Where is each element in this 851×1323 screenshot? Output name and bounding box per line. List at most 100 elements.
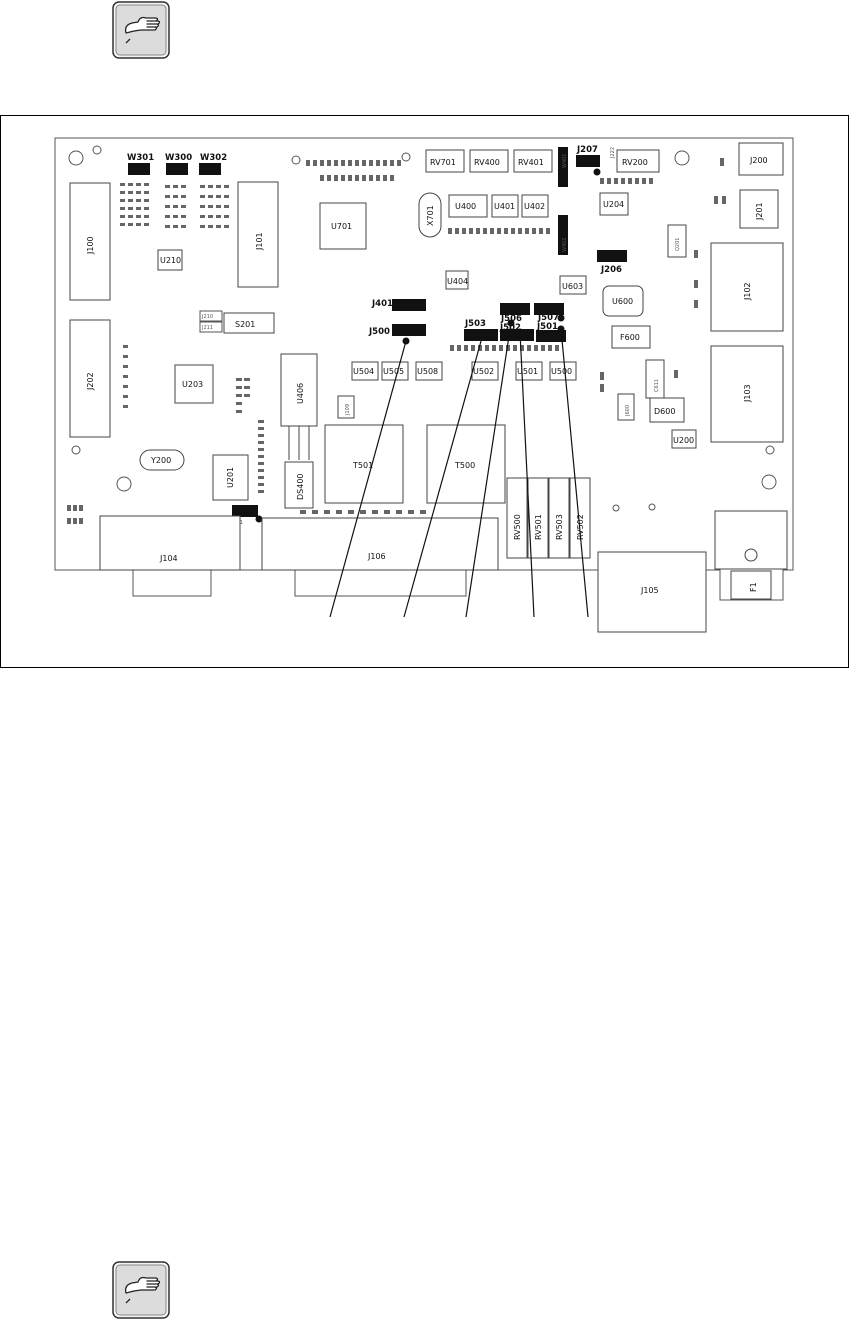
jumper-j506: J506 — [500, 303, 530, 327]
chip-u201: U201 — [212, 454, 249, 501]
svg-text:J500: J500 — [368, 327, 390, 337]
svg-text:U505: U505 — [383, 367, 404, 376]
pcb-layout-figure — [0, 115, 849, 668]
trimmer-rv500: RV500 — [506, 477, 528, 559]
svg-text:RV502: RV502 — [576, 514, 585, 540]
trimmer-rv701: RV701 — [425, 149, 465, 173]
jumper-w301: W301 — [127, 153, 154, 175]
svg-text:U400: U400 — [455, 202, 476, 211]
svg-text:J507: J507 — [537, 313, 559, 323]
jumper-j401: J401 — [371, 299, 426, 311]
svg-text:RV400: RV400 — [474, 158, 500, 167]
connector-j105: J105 — [597, 551, 707, 633]
pointing-hand-note-icon — [112, 1, 170, 59]
svg-text:W402: W402 — [562, 238, 568, 253]
svg-text:J101: J101 — [255, 232, 264, 251]
jumper-w401: W401 — [558, 147, 568, 187]
chip-u204: U204 — [599, 192, 629, 216]
svg-text:T501: T501 — [352, 461, 373, 470]
svg-text:C611: C611 — [654, 379, 660, 392]
connector-j201: J201 — [739, 189, 779, 229]
svg-text:RV401: RV401 — [518, 158, 544, 167]
svg-text:J105: J105 — [640, 586, 659, 595]
chip-u508: U508 — [415, 361, 443, 381]
svg-text:J106: J106 — [367, 552, 386, 561]
jumper-w402: W402 — [558, 215, 568, 255]
leader-lines — [329, 322, 589, 618]
svg-text:J109: J109 — [345, 404, 351, 416]
svg-text:DS400: DS400 — [296, 473, 305, 500]
svg-text:U204: U204 — [603, 200, 624, 209]
jumper-j502: J502 — [499, 323, 534, 341]
svg-text:J100: J100 — [86, 236, 95, 255]
svg-text:J206: J206 — [600, 265, 622, 275]
chip-u501: U501 — [515, 361, 543, 381]
w300-label: W300 — [165, 153, 192, 163]
svg-text:U603: U603 — [562, 282, 583, 291]
connector-j100: J100 — [69, 182, 111, 301]
svg-text:U504: U504 — [353, 367, 374, 376]
capacitor-c611: C611 — [645, 359, 665, 399]
svg-text:J102: J102 — [743, 282, 752, 301]
svg-text:U701: U701 — [331, 222, 352, 231]
display-ds400: DS400 — [284, 461, 314, 509]
switch-s201: S201 — [223, 312, 275, 334]
svg-text:J104: J104 — [159, 554, 178, 563]
svg-text:U210: U210 — [160, 256, 181, 265]
svg-text:U402: U402 — [524, 202, 545, 211]
transistor-q201: Q201 — [667, 224, 687, 258]
svg-text:U500: U500 — [551, 367, 572, 376]
svg-text:X701: X701 — [426, 205, 435, 226]
chip-u404: U404 — [445, 270, 469, 290]
chip-u600: U600 — [602, 285, 644, 317]
trimmer-rv503: RV503 — [548, 477, 570, 559]
svg-text:T500: T500 — [454, 461, 475, 470]
svg-text:RV500: RV500 — [513, 514, 522, 540]
chip-u502: U502 — [471, 361, 499, 381]
chip-u400: U400 — [448, 194, 488, 218]
pcb-diagram: W301 W300 W302 J100 J101 U210 J210 J211 … — [54, 137, 794, 633]
svg-text:U508: U508 — [417, 367, 438, 376]
svg-text:J207: J207 — [576, 145, 598, 155]
chip-u505: U505 — [381, 361, 409, 381]
svg-text:Y200: Y200 — [150, 456, 171, 465]
svg-text:W401: W401 — [562, 154, 568, 169]
chip-u203: U203 — [174, 364, 214, 404]
trimmer-rv502: RV502 — [569, 477, 591, 559]
label-j222: J222 — [610, 147, 616, 159]
diode-d600: D600 — [649, 397, 685, 423]
connector-j202: J202 — [69, 319, 111, 438]
crystal-x701: X701 — [418, 192, 442, 238]
mounting-holes — [68, 145, 777, 512]
svg-text:Q201: Q201 — [675, 238, 681, 251]
svg-text:J503: J503 — [464, 319, 486, 329]
connector-j211: J211 — [199, 321, 223, 333]
connector-j109: J109 — [337, 395, 355, 419]
connector-j103: J103 — [710, 345, 784, 443]
svg-text:F1: F1 — [749, 582, 758, 592]
chip-u401: U401 — [491, 194, 519, 218]
chip-u402: U402 — [521, 194, 549, 218]
chip-u701: U701 — [319, 202, 367, 250]
svg-text:S201: S201 — [235, 320, 255, 329]
svg-text:J600: J600 — [625, 405, 631, 417]
svg-text:RV501: RV501 — [534, 514, 543, 540]
trimmer-rv400: RV400 — [469, 149, 509, 173]
jumper-j501: J501 — [536, 322, 566, 342]
smd-components — [67, 158, 726, 524]
jumper-j507: J507 — [534, 303, 565, 323]
svg-text:J201: J201 — [755, 202, 764, 221]
svg-text:J200: J200 — [749, 156, 768, 165]
connector-j104: J104 — [99, 515, 241, 571]
regulator-u406: U406 — [280, 353, 318, 460]
svg-text:J211: J211 — [201, 325, 213, 331]
chip-u200: U200 — [671, 429, 697, 449]
chip-u504: U504 — [351, 361, 379, 381]
svg-text:U600: U600 — [612, 297, 633, 306]
svg-text:J202: J202 — [86, 372, 95, 391]
jumper-j503: J503 — [464, 319, 498, 341]
jumper-j500: J500 — [368, 324, 426, 345]
chip-u210: U210 — [157, 249, 183, 271]
svg-text:RV701: RV701 — [430, 158, 456, 167]
jumper-j207: J207 — [576, 145, 601, 176]
